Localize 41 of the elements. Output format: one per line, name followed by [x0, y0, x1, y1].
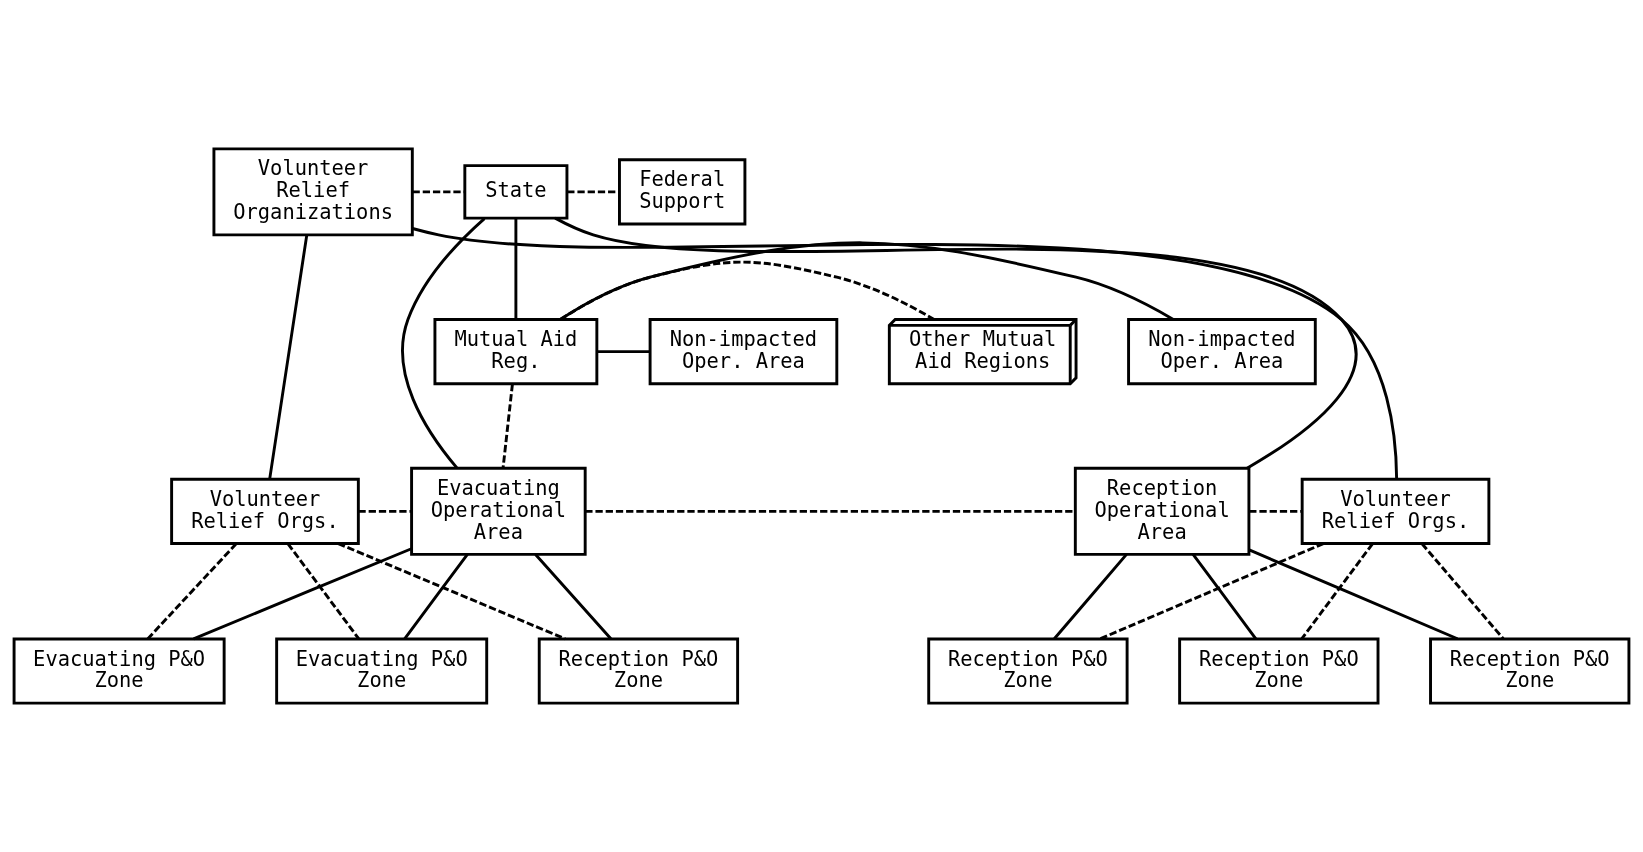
node-box: Volunteer Relief Orgs. — [1300, 477, 1491, 545]
node-box: Volunteer Relief Orgs. — [170, 477, 360, 545]
connector — [337, 542, 566, 641]
connector — [1248, 548, 1459, 641]
node-box: Mutual Aid Reg. — [433, 318, 599, 386]
connector — [286, 542, 360, 640]
node-box: Non-impacted Oper. Area — [1127, 318, 1317, 386]
connector — [1053, 553, 1128, 640]
connector — [559, 241, 1174, 321]
node-box: Reception P&O Zone — [537, 637, 740, 705]
node-box: Evacuating Operational Area — [410, 466, 587, 556]
node-box: Reception P&O Zone — [1178, 637, 1380, 705]
connector — [1099, 542, 1324, 641]
connector — [146, 542, 238, 640]
connector — [1420, 542, 1505, 640]
node-box: Federal Support — [618, 158, 747, 226]
connector — [1191, 553, 1258, 640]
connector — [585, 509, 1075, 513]
connector — [1300, 542, 1374, 640]
connector — [1249, 509, 1302, 513]
connector — [268, 235, 309, 480]
node-box: Reception P&O Zone — [1429, 637, 1631, 705]
node-box: Evacuating P&O Zone — [275, 637, 489, 705]
connector — [514, 218, 518, 320]
connector — [401, 217, 486, 470]
connector — [559, 260, 935, 321]
connector — [597, 350, 650, 354]
node-box: Non-impacted Oper. Area — [648, 318, 839, 386]
connector — [501, 383, 514, 469]
node-box: Reception P&O Zone — [927, 637, 1129, 705]
node-box: Volunteer Relief Organizations — [212, 147, 414, 237]
connector — [412, 190, 465, 194]
connector — [534, 553, 612, 640]
node-box: Reception Operational Area — [1073, 466, 1251, 556]
connector — [193, 547, 412, 641]
connector — [412, 227, 1399, 479]
connector — [554, 216, 1358, 470]
connector — [358, 509, 412, 513]
connector — [403, 553, 469, 640]
node-box: State — [463, 164, 569, 220]
node-box: Evacuating P&O Zone — [12, 637, 226, 705]
